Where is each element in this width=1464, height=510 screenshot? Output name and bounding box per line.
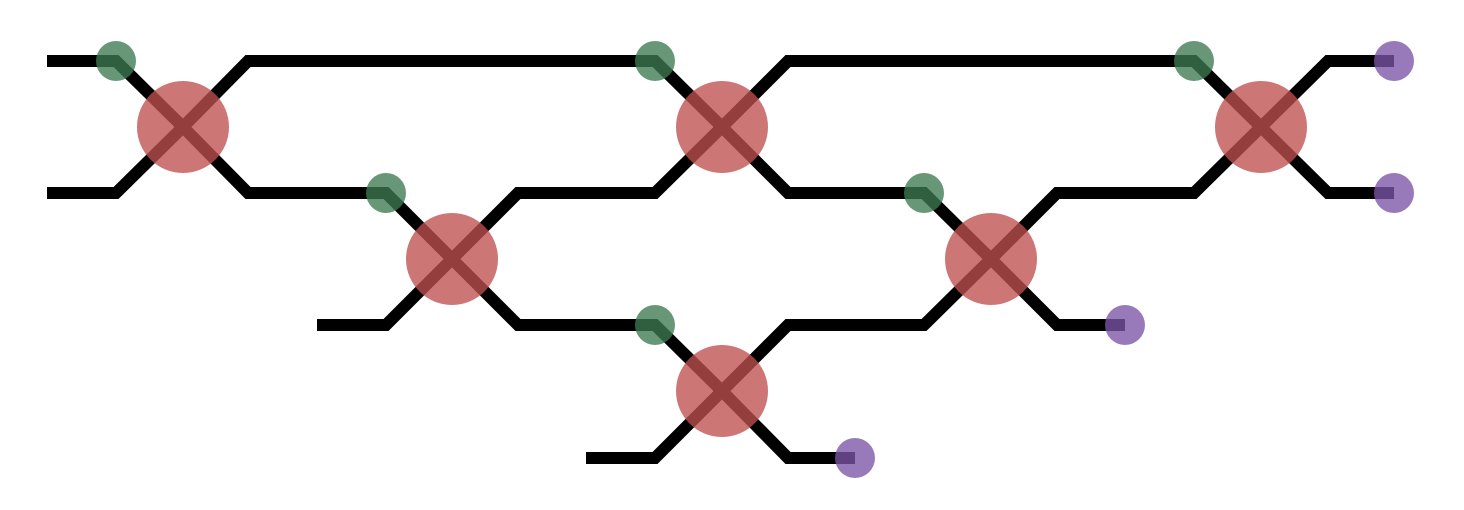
- phase-shifter-4: [635, 305, 675, 345]
- detector-group: [835, 41, 1414, 478]
- beam-splitter-3: [676, 81, 768, 173]
- beam-splitter-4: [676, 345, 768, 437]
- phase-shifter-2: [366, 173, 406, 213]
- phase-shifter-5: [904, 173, 944, 213]
- beam-splitter-6: [1215, 81, 1307, 173]
- beam-splitter-1: [137, 81, 229, 173]
- beam-splitter-group: [137, 81, 1307, 437]
- phase-shifter-3: [635, 41, 675, 81]
- phase-shifter-group: [96, 41, 1214, 345]
- phase-shifter-6: [1174, 41, 1214, 81]
- phase-shifter-1: [96, 41, 136, 81]
- beam-splitter-2: [406, 213, 498, 305]
- detector-1: [1374, 41, 1414, 81]
- detector-4: [835, 438, 875, 478]
- beam-splitter-5: [945, 213, 1037, 305]
- detector-3: [1105, 305, 1145, 345]
- detector-2: [1374, 173, 1414, 213]
